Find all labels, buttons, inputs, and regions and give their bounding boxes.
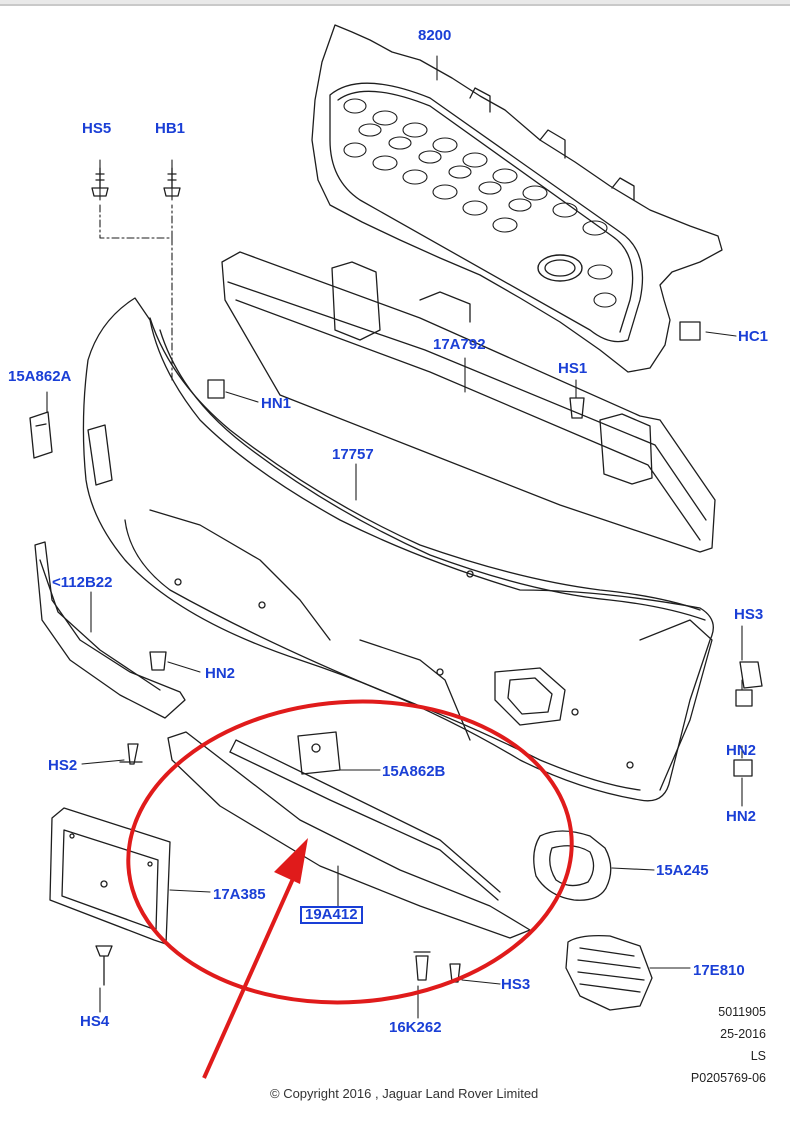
side-trim-part [34,541,186,719]
label-19a412: 19A412 [300,906,363,924]
fog-bezel-part [533,830,612,901]
label-8200: 8200 [418,27,452,44]
reinforcement-beam-part [221,251,716,553]
grille-part [311,24,723,373]
highlight-circle [126,699,574,1005]
lower-grille-part [167,731,531,939]
top-border-shadow [0,4,790,6]
label-112b22: <112B22 [52,574,113,591]
label-hn1: HN1 [261,395,292,412]
label-15a862b: 15A862B [382,763,446,780]
red-annotation [126,699,574,1079]
leader-lines [46,55,743,1019]
label-hn2-left: HN2 [205,665,236,682]
label-hn2-right-1: HN2 [726,742,757,759]
label-hc1: HC1 [738,328,769,345]
label-17a385: 17A385 [213,886,266,903]
license-bracket-part [49,807,171,945]
fasteners [29,167,763,986]
label-hs5: HS5 [82,120,112,137]
label-16k262: 16K262 [389,1019,442,1036]
ref-number: 5011905 [718,1005,766,1019]
fog-vent-part [565,934,653,1011]
ref-illustration-id: P0205769-06 [690,1071,766,1085]
label-hs3-top: HS3 [734,606,764,623]
arrow-shaft [202,871,298,1079]
label-hs3-bottom: HS3 [501,976,531,993]
ref-date: 25-2016 [720,1027,766,1041]
label-hs2: HS2 [48,757,78,774]
arrow-head [274,838,308,884]
ref-model: LS [750,1049,766,1063]
label-hb1: HB1 [155,120,186,137]
label-17e810: 17E810 [693,962,745,979]
label-15a862a: 15A862A [8,368,72,385]
label-hs1: HS1 [558,360,588,377]
label-hn2-right-2: HN2 [726,808,757,825]
label-17a792: 17A792 [433,336,486,353]
label-hs4: HS4 [80,1013,110,1030]
top-border [0,0,790,4]
bumper-cover-part [82,297,714,802]
label-17757: 17757 [332,446,374,463]
label-15a245: 15A245 [656,862,709,879]
copyright-text: © Copyright 2016 , Jaguar Land Rover Lim… [270,1086,539,1101]
